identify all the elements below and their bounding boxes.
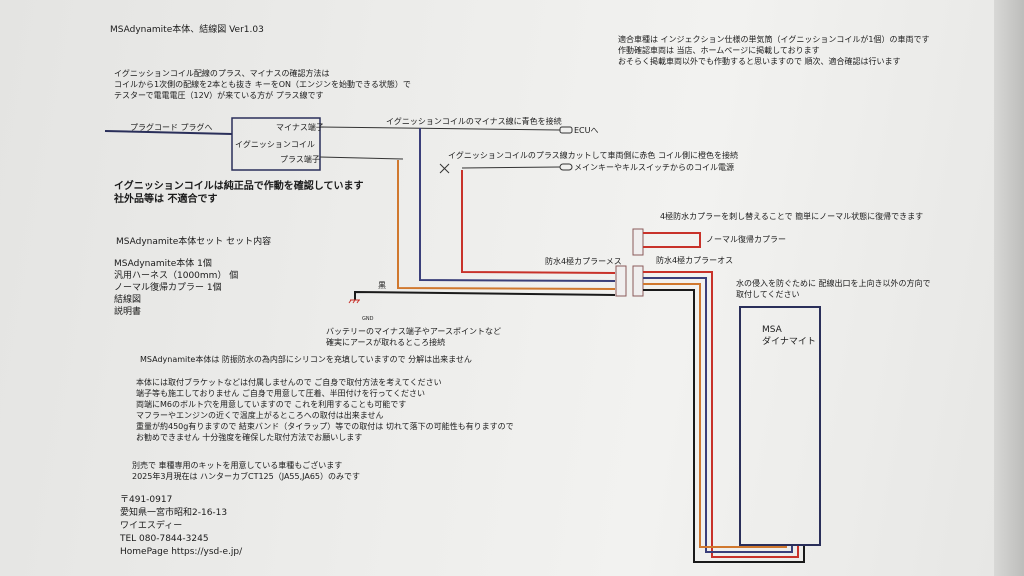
- check-method: イグニッションコイル配線のプラス、マイナスの確認方法は コイルから1次側の配線を…: [114, 68, 411, 101]
- unit-label-line: MSA: [762, 325, 782, 335]
- postal-code: 〒491-0917: [120, 495, 173, 505]
- red-wire: [461, 170, 616, 274]
- ecu-connector: [559, 126, 573, 134]
- set-item: 説明書: [114, 307, 142, 317]
- unit-label-line: ダイナマイト: [762, 337, 816, 347]
- page-edge: [994, 0, 1024, 576]
- set-item: ノーマル復帰カプラー 1個: [114, 283, 222, 293]
- ground-note: バッテリーのマイナス端子やアースポイントなど 確実にアースが取れるところ接続: [326, 326, 501, 348]
- note-line: 社外品等は 不適合です: [114, 194, 218, 205]
- coil-compat-note: イグニッションコイルは純正品で作動を確認しています 社外品等は 不適合です: [114, 180, 364, 206]
- contact-info: 〒491-0917 愛知県一宮市昭和2-16-13 ワイエスディー TEL 08…: [120, 494, 242, 559]
- sealed-note: MSAdynamite本体は 防振防水の為内部にシリコンを充填していますので 分…: [140, 355, 472, 364]
- note-line: お勧めできません 十分強度を確保した取付方法でお願いします: [136, 433, 363, 442]
- harness-orange: [643, 283, 787, 548]
- note-line: 本体には取付ブラケットなどは付属しませんので ご自身で取付方法を考えてください: [136, 378, 442, 387]
- plus-wire-note: イグニッションコイルのプラス線カットして車両側に赤色 コイル側に橙色を接続: [448, 151, 738, 160]
- plus-wire: [319, 156, 404, 160]
- note-line: 水の侵入を防ぐために 配線出口を上向き以外の方向で: [736, 279, 931, 288]
- coupler-swap-note: 4極防水カプラーを刺し替えることで 簡単にノーマル状態に復帰できます: [660, 212, 924, 221]
- plus-terminal-label: プラス端子: [280, 155, 320, 164]
- male-coupler: [632, 265, 644, 297]
- note-line: 確実にアースが取れるところ接続: [326, 338, 446, 347]
- power-connector: [559, 163, 573, 171]
- harness-blue: [643, 277, 793, 553]
- gnd-label: GND: [362, 316, 374, 322]
- note-line: マフラーやエンジンの近くで温度上がるところへの取付は出来ません: [136, 411, 384, 420]
- power-label: メインキーやキルスイッチからのコイル電源: [574, 163, 734, 172]
- male-coupler-label: 防水4極カプラーオス: [656, 256, 734, 265]
- orange-wire: [397, 160, 616, 290]
- cut-mark-icon: [439, 163, 450, 174]
- black-wire: [354, 290, 616, 300]
- minus-terminal-label: マイナス端子: [276, 123, 324, 132]
- note-line: 両端にM6のボルト穴を用意していますので これを利用することも可能です: [136, 400, 407, 409]
- plug-cord-label: プラグコード プラグへ: [130, 123, 213, 132]
- note-line: バッテリーのマイナス端子やアースポイントなど: [326, 327, 501, 336]
- kit-notes: 別売で 車種専用のキットを用意している車種もございます 2025年3月現在は ハ…: [132, 460, 360, 482]
- black-wire-label: 黒: [378, 281, 386, 290]
- note-line: 2025年3月現在は ハンターカブCT125（JA55,JA65）のみです: [132, 472, 361, 481]
- unit-label: MSA ダイナマイト: [762, 324, 816, 348]
- msa-dynamite-unit: [739, 306, 821, 546]
- note-line: イグニッションコイルは純正品で作動を確認しています: [114, 181, 364, 192]
- set-heading: MSAdynamite本体セット セット内容: [116, 237, 272, 247]
- normal-coupler-label: ノーマル復帰カプラー: [706, 235, 786, 244]
- set-item: 結線図: [114, 295, 142, 305]
- set-contents: MSAdynamite本体 1個 汎用ハーネス（1000mm） 個 ノーマル復帰…: [114, 258, 238, 318]
- mounting-notes: 本体には取付ブラケットなどは付属しませんので ご自身で取付方法を考えてください …: [136, 377, 514, 443]
- minus-wire-note: イグニッションコイルのマイナス線に青色を接続: [386, 117, 562, 126]
- plug-cord: [104, 130, 233, 135]
- note-line: イグニッションコイル配線のプラス、マイナスの確認方法は: [114, 69, 330, 78]
- harness-black: [643, 289, 805, 563]
- set-item: 汎用ハーネス（1000mm） 個: [114, 271, 239, 281]
- note-line: 作動確認車両は 当店、ホームページに掲載しております: [618, 46, 820, 55]
- note-line: テスターで電電電圧（12V）が来ている方が プラス線です: [114, 91, 324, 100]
- address: 愛知県一宮市昭和2-16-13: [120, 508, 228, 518]
- coil-label: イグニッションコイル: [235, 140, 315, 149]
- note-line: コイルから1次側の配線を2本とも抜き キーをON（エンジンを始動できる状態）で: [114, 80, 411, 89]
- note-line: 端子等も施工しておりません ご自身で用意して圧着、半田付けを行ってください: [136, 389, 425, 398]
- note-line: おそらく掲載車両以外でも作動すると思いますので 順次、適合確認は行います: [618, 57, 901, 66]
- minus-wire: [319, 126, 561, 131]
- note-line: 適合車種は インジェクション仕様の単気筒（イグニッションコイルが1個）の車両です: [618, 35, 930, 44]
- water-note: 水の侵入を防ぐために 配線出口を上向き以外の方向で 取付してください: [736, 278, 931, 300]
- note-line: 別売で 車種専用のキットを用意している車種もございます: [132, 461, 343, 470]
- female-coupler: [615, 265, 627, 297]
- ground-icon: [348, 299, 360, 304]
- normal-coupler-loop: [643, 232, 701, 248]
- ignition-coil-box: [231, 117, 321, 171]
- compatibility-notes: 適合車種は インジェクション仕様の単気筒（イグニッションコイルが1個）の車両です…: [618, 34, 929, 67]
- set-item: MSAdynamite本体 1個: [114, 259, 212, 269]
- blue-wire: [419, 128, 616, 282]
- harness-red: [643, 271, 799, 558]
- page-title: MSAdynamite本体、結線図 Ver1.03: [110, 25, 264, 35]
- note-line: 取付してください: [736, 290, 800, 299]
- power-wire: [461, 166, 561, 169]
- female-coupler-label: 防水4極カプラーメス: [545, 257, 622, 266]
- normal-return-coupler: [632, 228, 644, 256]
- company-name: ワイエスディー: [120, 521, 183, 531]
- homepage: HomePage https://ysd-e.jp/: [120, 547, 243, 557]
- phone: TEL 080-7844-3245: [120, 534, 209, 544]
- note-line: 重量が約450g有りますので 結束バンド（タイラップ）等での取付は 切れて落下の…: [136, 422, 514, 431]
- ecu-label: ECUへ: [574, 126, 599, 135]
